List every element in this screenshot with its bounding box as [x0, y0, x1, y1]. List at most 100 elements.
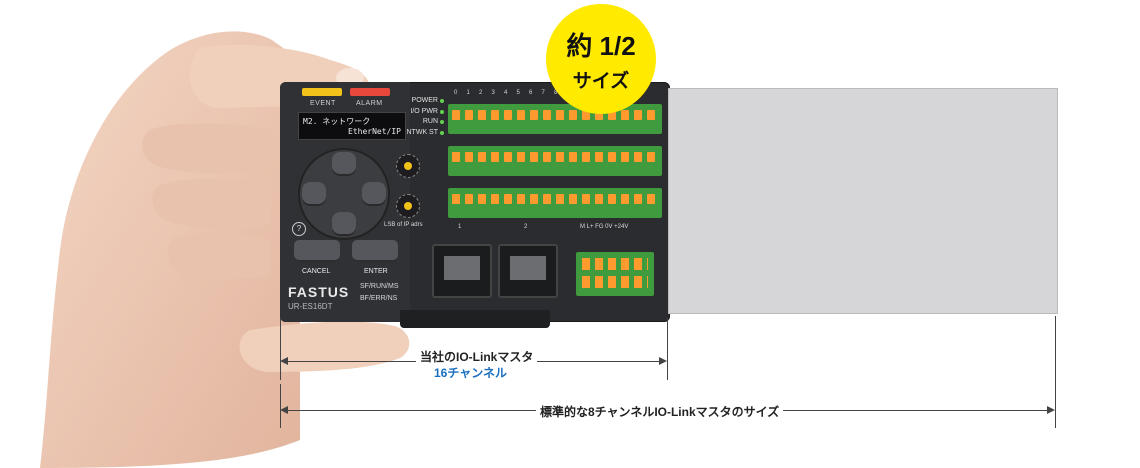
terminal-pin [530, 194, 538, 204]
terminal-pin [478, 110, 486, 120]
indicator-power: POWER [411, 97, 438, 104]
terminal-pin [582, 152, 590, 162]
power-led-dot [440, 99, 444, 103]
dim-std-arrow-right [1047, 406, 1055, 414]
port-label-2: 2 [524, 224, 528, 230]
io-link-master-device: EVENT ALARM M2. ネットワーク EtherNet/IP LSB o… [280, 82, 670, 328]
cancel-label: CANCEL [302, 268, 331, 275]
ntwk-led-dot [440, 131, 444, 135]
terminal-pin [647, 194, 655, 204]
terminal-pin [478, 152, 486, 162]
oled-display: M2. ネットワーク EtherNet/IP [298, 112, 406, 140]
power-terminal [576, 252, 654, 296]
alarm-label: ALARM [356, 100, 383, 107]
terminal-block-1 [448, 104, 662, 134]
terminal-pin [621, 110, 629, 120]
terminal-pin [517, 110, 525, 120]
oled-line-1: M2. ネットワーク [303, 117, 371, 126]
terminal-pin [452, 152, 460, 162]
terminal-number: 8 [554, 90, 558, 96]
terminal-pin [634, 110, 642, 120]
badge-line-1: 約 1/2 [566, 31, 636, 61]
terminal-pin [530, 152, 538, 162]
io-pwr-led-dot [440, 110, 444, 114]
help-icon: ? [292, 222, 306, 236]
dim-ours-label: 当社のIO-Linkマスタ [416, 348, 538, 365]
terminal-pin [491, 152, 499, 162]
dial-label: LSB of IP adrs [384, 222, 423, 228]
model-number: UR-ES16DT [288, 302, 333, 311]
terminal-number: 2 [479, 90, 483, 96]
indicator-io-pwr: I/O PWR [410, 107, 438, 115]
terminal-pin [556, 152, 564, 162]
dim-std-arrow-left [280, 406, 288, 414]
terminal-number: 1 [466, 90, 470, 96]
terminal-pin [569, 152, 577, 162]
status-sf-run: SF/RUN/MS [360, 283, 399, 290]
enter-label: ENTER [364, 268, 388, 275]
terminal-pin [465, 152, 473, 162]
port-label-1: 1 [458, 224, 462, 230]
power-terminal-labels: M L+ FG 0V +24V [580, 224, 629, 230]
din-rail-clip [400, 310, 550, 328]
terminal-pin [543, 152, 551, 162]
terminal-pin [504, 110, 512, 120]
terminal-pin [608, 152, 616, 162]
terminal-pin [452, 194, 460, 204]
dpad-left-button[interactable] [302, 182, 326, 206]
terminal-pin [647, 152, 655, 162]
terminal-pin [595, 194, 603, 204]
terminal-number: 4 [504, 90, 508, 96]
dim-std-label: 標準的な8チャンネルIO-Linkマスタのサイズ [536, 403, 784, 420]
oled-line-2: EtherNet/IP [348, 127, 401, 136]
terminal-number: 3 [491, 90, 495, 96]
ethernet-port-2[interactable] [498, 244, 558, 298]
indicator-run: RUN [422, 118, 438, 125]
terminal-block-2 [448, 146, 662, 176]
standard-8ch-size-block [668, 88, 1058, 314]
terminal-pin [452, 110, 460, 120]
terminal-pin [569, 110, 577, 120]
brand-logo: FASTUS [288, 284, 350, 300]
dpad-up-button[interactable] [332, 152, 356, 176]
rotary-dial-low[interactable] [396, 194, 420, 218]
terminal-number: 7 [541, 90, 545, 96]
alarm-led [350, 88, 390, 96]
terminal-pin [465, 110, 473, 120]
terminal-pin [634, 194, 642, 204]
terminal-block-3 [448, 188, 662, 218]
terminal-pin [595, 110, 603, 120]
terminal-number: 0 [454, 90, 458, 96]
terminal-pin [543, 194, 551, 204]
terminal-pin [582, 194, 590, 204]
dpad-down-button[interactable] [332, 212, 356, 236]
terminal-pin [517, 152, 525, 162]
dim-ours-arrow-right [659, 357, 667, 365]
indicator-ntwk-st: NTWK ST [406, 128, 439, 136]
terminal-pin [491, 110, 499, 120]
event-label: EVENT [310, 100, 336, 107]
terminal-pin [647, 110, 655, 120]
terminal-pin [556, 194, 564, 204]
terminal-pin [517, 194, 525, 204]
rotary-dial-high[interactable] [396, 154, 420, 178]
dim-ours-channels: 16チャンネル [434, 366, 507, 380]
event-led [302, 88, 342, 96]
terminal-pin [569, 194, 577, 204]
cancel-button[interactable] [294, 240, 340, 262]
dim-std-right-tick [1055, 316, 1056, 428]
terminal-pin [504, 152, 512, 162]
terminal-pin [530, 110, 538, 120]
half-size-badge [546, 4, 656, 114]
terminal-pin [543, 110, 551, 120]
dim-ours-arrow-left [280, 357, 288, 365]
enter-button[interactable] [352, 240, 398, 262]
ethernet-port-1[interactable] [432, 244, 492, 298]
terminal-number: 6 [529, 90, 533, 96]
terminal-pin [595, 152, 603, 162]
terminal-pin [491, 194, 499, 204]
dpad [298, 148, 390, 240]
dpad-right-button[interactable] [362, 182, 386, 206]
terminal-pin [465, 194, 473, 204]
terminal-pin [478, 194, 486, 204]
